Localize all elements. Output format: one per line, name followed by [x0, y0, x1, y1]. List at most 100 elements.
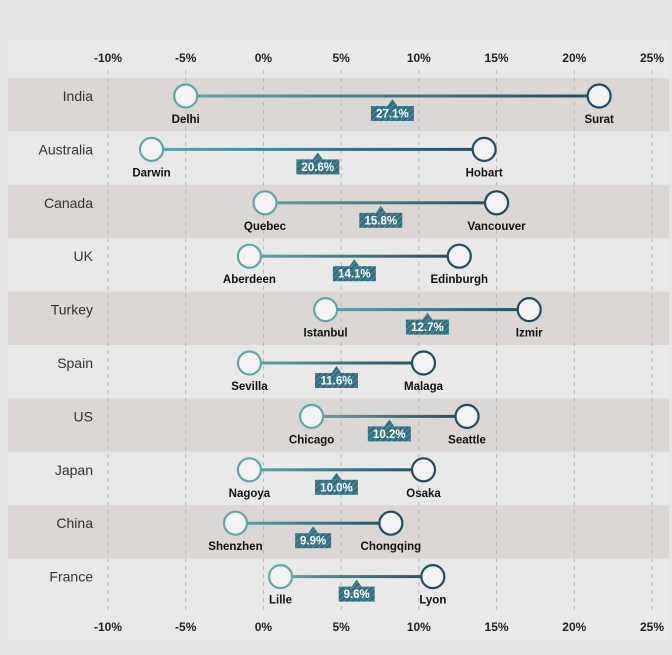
high-city-label-turkey: Izmir	[516, 328, 543, 340]
low-city-label-canada: Quebec	[244, 221, 287, 233]
country-label-spain: Spain	[57, 355, 93, 371]
low-city-label-japan: Nagoya	[229, 488, 271, 500]
high-dot-turkey	[516, 297, 542, 323]
diff-label-spain: 11.6%	[320, 376, 352, 388]
high-city-label-france: Lyon	[419, 595, 446, 607]
diff-badge-pointer-china	[308, 526, 319, 534]
high-dot-spain	[410, 350, 437, 376]
diff-badge-india	[370, 106, 414, 121]
high-city-label-china: Chongqing	[361, 541, 422, 553]
diff-badge-spain	[314, 373, 358, 388]
high-dot-france	[420, 563, 446, 590]
diff-badge-canada	[359, 212, 403, 228]
low-city-label-china: Shenzhen	[208, 541, 262, 553]
connector-line-uk	[249, 254, 460, 258]
diff-badge-france	[338, 586, 375, 602]
x-tick-label-bottom: 25%	[640, 620, 664, 634]
diff-label-australia: 20.6%	[302, 162, 335, 174]
connector-line-spain	[249, 361, 424, 365]
country-label-us: US	[74, 408, 93, 424]
high-city-label-australia: Hobart	[466, 167, 503, 179]
diff-badge-pointer-canada	[375, 205, 386, 213]
connector-line-france	[280, 575, 433, 579]
x-tick-label-top: 5%	[332, 51, 350, 65]
diff-badge-pointer-turkey	[422, 312, 433, 320]
diff-badge-australia	[296, 159, 340, 175]
row-band-us	[8, 398, 669, 452]
diff-badge-turkey	[405, 319, 449, 335]
country-label-turkey: Turkey	[51, 302, 93, 318]
low-city-label-france: Lille	[269, 595, 292, 607]
row-band-canada	[8, 184, 669, 239]
diff-badge-pointer-japan	[331, 472, 342, 480]
connector-line-canada	[264, 201, 497, 205]
high-dot-us	[454, 403, 480, 429]
high-city-label-spain: Malaga	[404, 381, 444, 393]
x-tick-label-top: 25%	[640, 51, 664, 65]
low-city-label-india: Delhi	[172, 114, 200, 126]
diff-badge-pointer-india	[387, 99, 398, 106]
row-band-china	[8, 505, 669, 559]
x-tick-label-top: 0%	[255, 51, 273, 65]
connector-line-us	[311, 414, 468, 418]
x-tick-label-top: 15%	[485, 51, 509, 65]
diff-badge-pointer-us	[384, 419, 395, 427]
x-axis-bottom: -10%-5%0%5%10%15%20%25%	[94, 620, 664, 634]
connector-line-china	[235, 521, 391, 525]
row-bands	[8, 78, 669, 559]
low-city-label-uk: Aberdeen	[223, 274, 276, 286]
row-band-india	[8, 78, 669, 132]
x-axis-top: -10%-5%0%5%10%15%20%25%	[94, 51, 664, 65]
low-dot-china	[222, 510, 249, 536]
high-dot-canada	[483, 190, 510, 216]
country-label-china: China	[56, 515, 93, 531]
high-dot-australia	[471, 136, 497, 162]
connector-line-india	[185, 94, 600, 98]
x-tick-label-top: -5%	[175, 51, 197, 65]
diff-badge-china	[295, 533, 332, 549]
diff-label-turkey: 12.7%	[411, 322, 444, 334]
low-dot-uk	[236, 243, 263, 269]
low-dot-france	[267, 563, 294, 590]
country-label-australia: Australia	[39, 141, 94, 157]
diff-badge-uk	[332, 266, 376, 282]
diff-badge-japan	[314, 479, 358, 495]
high-dot-india	[586, 83, 612, 109]
diff-label-us: 10.2%	[373, 429, 406, 441]
high-city-label-japan: Osaka	[406, 488, 441, 500]
high-city-label-us: Seattle	[448, 434, 486, 446]
diff-label-china: 9.9%	[300, 536, 326, 548]
connector-line-australia	[151, 147, 485, 151]
diff-badge-us	[367, 426, 411, 442]
x-tick-label-bottom: -5%	[175, 620, 197, 634]
x-tick-label-bottom: 0%	[255, 620, 273, 634]
diff-badge-pointer-france	[351, 579, 362, 587]
row-band-turkey	[8, 291, 669, 345]
country-label-france: France	[49, 569, 93, 585]
diff-label-uk: 14.1%	[338, 269, 371, 281]
high-city-label-india: Surat	[584, 114, 614, 126]
diff-badge-pointer-australia	[312, 152, 323, 160]
low-dot-us	[299, 403, 325, 429]
diff-label-india: 27.1%	[376, 109, 409, 121]
diff-label-france: 9.6%	[344, 589, 370, 601]
diff-label-japan: 10.0%	[320, 482, 353, 494]
high-city-label-uk: Edinburgh	[431, 274, 489, 286]
low-dot-turkey	[313, 297, 339, 323]
x-tick-label-bottom: 10%	[407, 620, 431, 634]
diff-badge-pointer-uk	[349, 259, 360, 267]
x-tick-label-bottom: 20%	[562, 620, 586, 634]
grid-lines	[107, 70, 653, 610]
x-tick-label-top: 10%	[407, 51, 431, 65]
low-dot-japan	[236, 457, 263, 483]
connector-line-turkey	[325, 308, 530, 312]
low-dot-india	[173, 83, 199, 109]
x-tick-label-bottom: 15%	[485, 620, 509, 634]
